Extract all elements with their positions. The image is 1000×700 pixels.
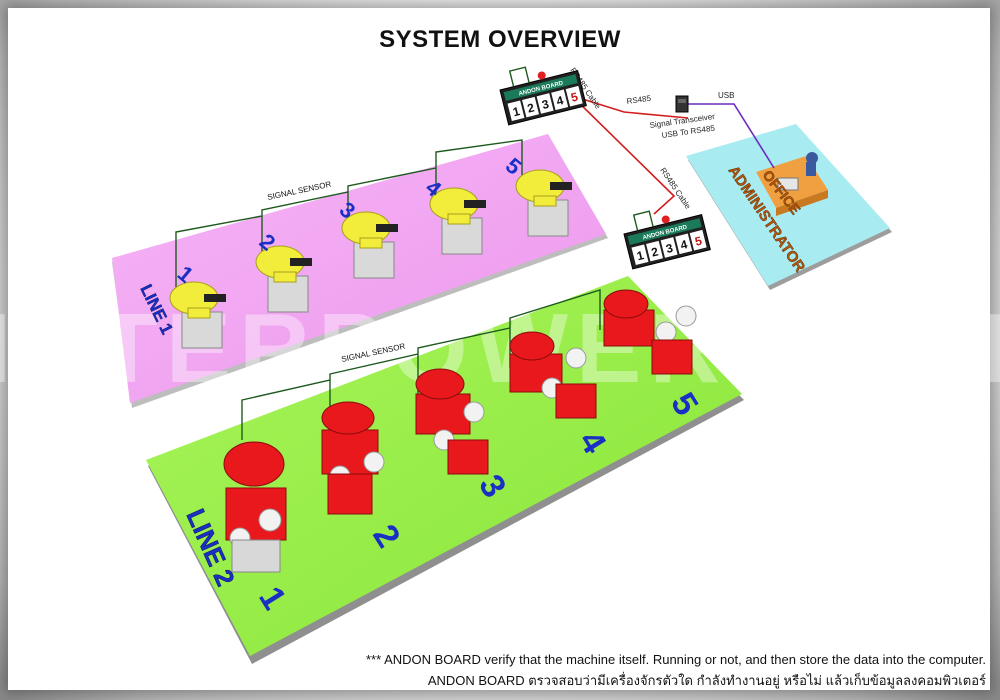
- andon-board-1-slots: 1 2 3 4 5: [507, 85, 583, 122]
- line1-machine-2: [255, 245, 312, 313]
- line1-machine-3: [341, 211, 398, 279]
- usb-cable-wire: [688, 103, 775, 169]
- watermark: INTERPOWER.COM: [0, 293, 1000, 403]
- rs485-cable-label-lower: RS485 Cable: [658, 166, 692, 211]
- andon1-slot-2: 2: [526, 100, 536, 115]
- andon1-slot-5: 5: [570, 90, 580, 105]
- andon-board-2-slots: 1 2 3 4 5: [631, 229, 707, 266]
- andon2-slot-3: 3: [664, 241, 674, 256]
- andon-board-2-lamp-icon: [661, 215, 670, 224]
- andon-board-1: ANDON BOARD 1 2 3 4 5: [499, 66, 587, 126]
- line2-machine-1: [223, 441, 287, 573]
- andon2-slot-4: 4: [679, 237, 689, 252]
- rs485-label: RS485: [626, 94, 652, 106]
- line2-platform: [146, 276, 744, 664]
- andon1-slot-1: 1: [511, 104, 521, 119]
- andon-board-1-lamp-icon: [537, 71, 546, 80]
- andon1-slot-4: 4: [555, 93, 565, 108]
- footer-note-thai: ANDON BOARD ตรวจสอบว่ามีเครื่องจักรตัวใด…: [427, 673, 986, 688]
- line1-machine-1: [169, 281, 226, 349]
- line1-machines: [169, 169, 572, 349]
- andon2-slot-1: 1: [635, 248, 645, 263]
- andon-board-2: ANDON BOARD 1 2 3 4 5: [623, 210, 711, 270]
- line2-machine-5: [603, 289, 697, 375]
- rs485-cable-wire-lower: [569, 93, 676, 215]
- andon2-slot-5: 5: [694, 234, 704, 249]
- usb-label: USB: [718, 91, 734, 100]
- line2-machine-4: [509, 331, 597, 419]
- line1-machine-5: [515, 169, 572, 237]
- line2-machine-3: [415, 368, 489, 475]
- page-title: SYSTEM OVERVIEW: [379, 26, 621, 53]
- andon1-slot-3: 3: [540, 97, 550, 112]
- andon2-slot-2: 2: [650, 244, 660, 259]
- footer-note-english: *** ANDON BOARD verify that the machine …: [366, 652, 986, 667]
- line1-machine-4: [429, 187, 486, 255]
- signal-transceiver-icon: [675, 95, 689, 113]
- line2-machine-2: [321, 401, 385, 515]
- office-desk-icon: [756, 152, 828, 216]
- line2-machines: [223, 289, 697, 573]
